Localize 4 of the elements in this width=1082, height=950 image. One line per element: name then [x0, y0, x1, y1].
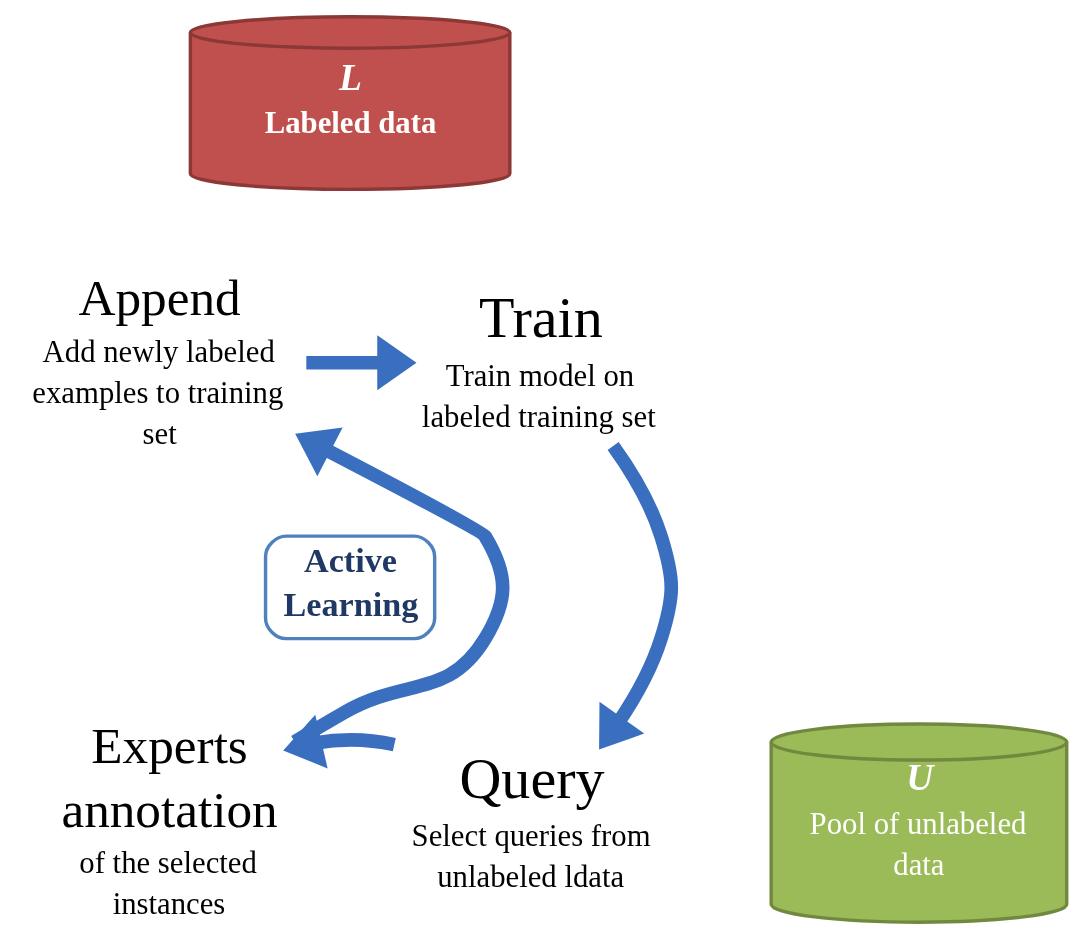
node-text: Train Train model on labeled training set — [421, 284, 656, 434]
node-text: Experts annotation of the selected instances — [61, 716, 278, 921]
node-text: Append Add newly labeled examples to training set — [32, 268, 284, 451]
node-text: Query Select queries from unlabeled ldata — [411, 745, 651, 894]
